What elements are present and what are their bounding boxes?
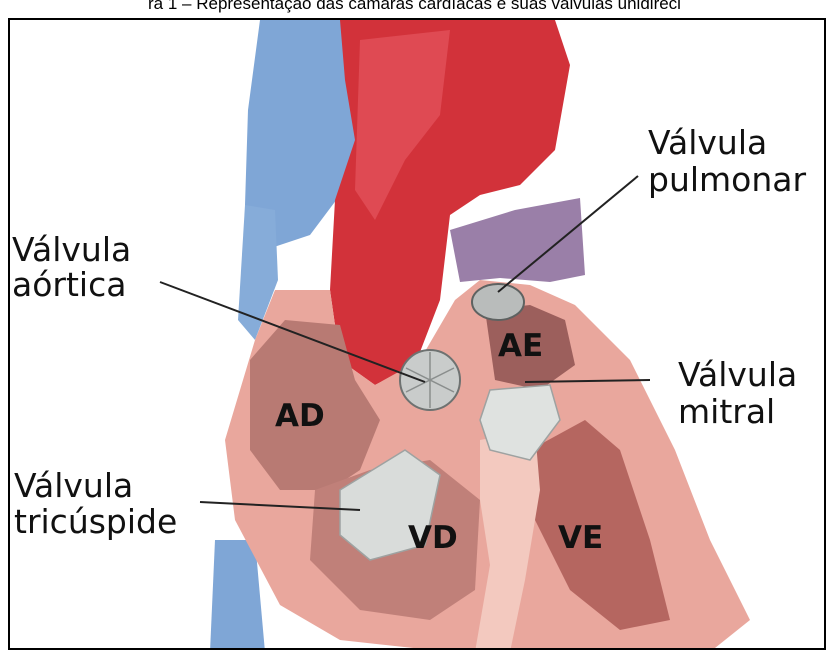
label-pulmonar-line2: pulmonar <box>648 162 806 198</box>
label-aortica-line2: aórtica <box>12 267 126 303</box>
figure-caption: ra 1 – Representação das câmaras cardíac… <box>0 0 829 16</box>
chamber-label-vd: VD <box>408 520 458 556</box>
chamber-label-ad: AD <box>275 398 325 434</box>
label-aortica-line1: Válvula <box>12 232 131 268</box>
figure-frame: Válvula pulmonar Válvula aórtica Válvula… <box>8 18 826 650</box>
chamber-label-ae: AE <box>498 328 543 364</box>
label-tricuspide-line1: Válvula <box>14 468 133 504</box>
pulmonary-artery <box>450 198 585 282</box>
label-mitral-line2: mitral <box>678 394 775 430</box>
label-tricuspide-line2: tricúspide <box>14 504 177 540</box>
aortic-valve-shape <box>400 350 460 410</box>
pulmonary-valve-shape <box>472 284 524 320</box>
label-pulmonar-line1: Válvula <box>648 125 767 161</box>
label-mitral-line1: Válvula <box>678 357 797 393</box>
chamber-label-ve: VE <box>558 520 603 556</box>
